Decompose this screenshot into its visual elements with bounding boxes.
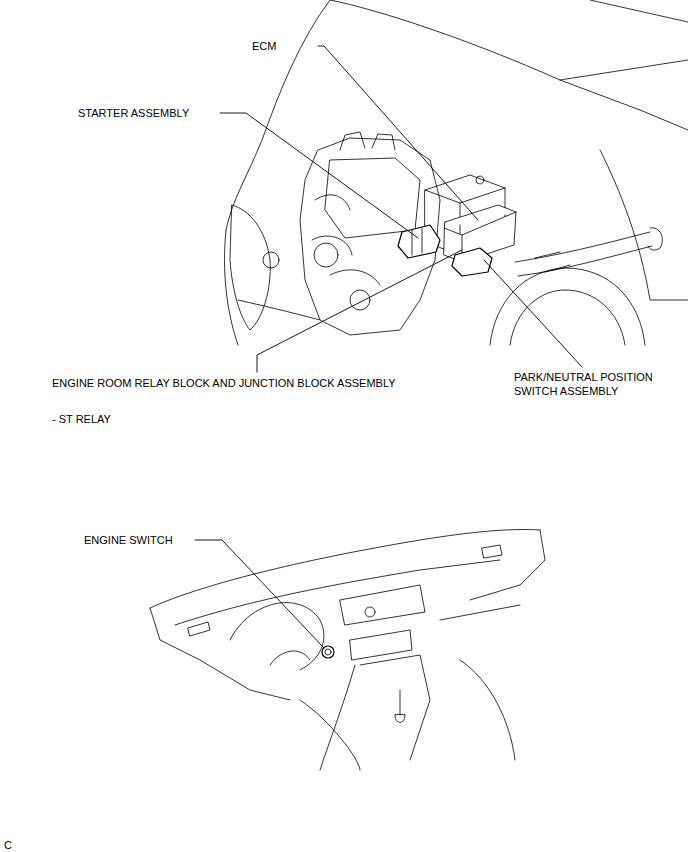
console [320, 665, 355, 770]
steering-hood [230, 603, 324, 670]
sub-part-label: - ST RELAY [52, 412, 111, 426]
leader-line [484, 260, 582, 367]
leader-line [220, 113, 418, 238]
part-label: ECM [252, 39, 276, 53]
center-display [340, 585, 425, 625]
part-label: ENGINE ROOM RELAY BLOCK AND JUNCTION BLO… [52, 376, 396, 390]
starter-body [398, 225, 440, 258]
steering-column [270, 651, 310, 665]
shift-lever [395, 690, 405, 723]
bumper-line [225, 230, 239, 345]
headlight [230, 205, 270, 330]
label-anchor: - ST RELAY [52, 412, 111, 426]
dash-left [150, 608, 290, 700]
pulley [314, 243, 338, 267]
exhaust-detail [535, 252, 570, 272]
console [360, 655, 430, 760]
dash-line [175, 560, 500, 625]
terminal [476, 176, 484, 184]
clock [365, 607, 375, 617]
door-line [600, 150, 688, 300]
climate-panel [350, 630, 412, 660]
hood-edge [330, 0, 640, 110]
grille-line [238, 300, 320, 320]
engine-detail [312, 195, 380, 285]
cowl-line [560, 60, 688, 80]
vent [188, 545, 502, 636]
figure-code: C [4, 838, 12, 852]
fender-line [226, 0, 330, 230]
label-anchor: C [4, 838, 12, 852]
label-anchor: PARK/NEUTRAL POSITION SWITCH ASSEMBLY [514, 370, 679, 398]
exhaust-end [648, 228, 662, 250]
leader-line [257, 250, 462, 372]
pulley [350, 290, 370, 310]
part-label: STARTER ASSEMBLY [78, 106, 189, 120]
tire [510, 290, 625, 345]
passenger-side [440, 605, 520, 760]
part-label: PARK/NEUTRAL POSITION SWITCH ASSEMBLY [514, 370, 679, 398]
exhaust-pipe [515, 232, 652, 276]
label-anchor: ECM [252, 39, 276, 53]
leader-line [318, 46, 478, 220]
starter-detail [412, 228, 422, 255]
engine-cover [325, 158, 420, 238]
wheel-arch [490, 268, 645, 345]
engine-detail [340, 132, 395, 150]
windshield-edge [590, 0, 688, 22]
emblem [263, 252, 279, 268]
seat-edge [300, 700, 360, 770]
label-anchor: STARTER ASSEMBLY [78, 106, 189, 120]
label-anchor: ENGINE SWITCH [84, 533, 173, 547]
part-label: ENGINE SWITCH [84, 533, 173, 547]
engine-switch-button [325, 649, 331, 655]
label-anchor: ENGINE ROOM RELAY BLOCK AND JUNCTION BLO… [52, 376, 396, 390]
leader-line [195, 540, 324, 648]
body-line [640, 110, 688, 130]
dash-right [470, 530, 545, 600]
